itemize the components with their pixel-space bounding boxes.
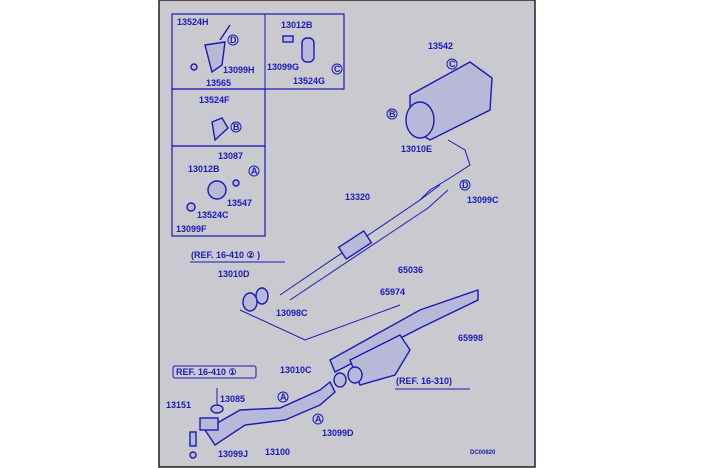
part-13099H: 13099H — [223, 65, 255, 75]
part-13542: 13542 — [428, 41, 453, 51]
label: A — [315, 414, 322, 424]
part-13012B: 13012B — [281, 20, 313, 30]
label: B — [389, 109, 396, 119]
part-13151: 13151 — [166, 400, 191, 410]
ref-16-310: (REF. 16-310) — [396, 376, 452, 386]
label: D — [230, 35, 237, 45]
callout-markers: D C B A C B D A A — [227, 34, 471, 425]
part-13099D: 13099D — [322, 428, 354, 438]
part-13010D: 13010D — [218, 269, 250, 279]
part-13565: 13565 — [206, 78, 231, 88]
ref-16-410-1: REF. 16-410 ① — [176, 367, 237, 377]
part-13320: 13320 — [345, 192, 370, 202]
label: B — [233, 122, 240, 132]
part-13099F: 13099F — [176, 224, 207, 234]
part-13099G: 13099G — [267, 62, 299, 72]
inset-parts — [186, 24, 315, 212]
part-13524H: 13524H — [177, 17, 209, 27]
center-pipe — [239, 184, 449, 341]
inset-boxes — [171, 13, 345, 237]
part-13098C: 13098C — [276, 308, 308, 318]
diagram-code: DC00820 — [470, 450, 496, 456]
part-13085: 13085 — [220, 394, 245, 404]
label: D — [462, 180, 469, 190]
part-13012B: 13012B — [188, 164, 220, 174]
label: C — [334, 64, 341, 74]
catalytic-converter — [329, 289, 479, 388]
part-13099C: 13099C — [467, 195, 499, 205]
label: A — [280, 392, 287, 402]
ref-16-410-2: (REF. 16-410 ② ) — [191, 250, 260, 260]
part-13010E: 13010E — [401, 144, 432, 154]
part-13524C: 13524C — [197, 210, 229, 220]
part-13100: 13100 — [265, 447, 290, 457]
main-muffler — [405, 61, 493, 201]
part-65998: 65998 — [458, 333, 483, 343]
part-13547: 13547 — [227, 198, 252, 208]
part-13010C: 13010C — [280, 365, 312, 375]
front-pipe — [189, 380, 336, 459]
part-13087: 13087 — [218, 151, 243, 161]
part-13099J: 13099J — [218, 449, 248, 459]
label: A — [251, 166, 258, 176]
part-65036: 65036 — [398, 265, 423, 275]
part-13524F: 13524F — [199, 95, 230, 105]
part-13524G: 13524G — [293, 76, 325, 86]
label: C — [449, 59, 456, 69]
part-labels: 13524H 13099H 13565 13012B 13099G 13524G… — [166, 17, 499, 459]
part-65974: 65974 — [380, 287, 405, 297]
